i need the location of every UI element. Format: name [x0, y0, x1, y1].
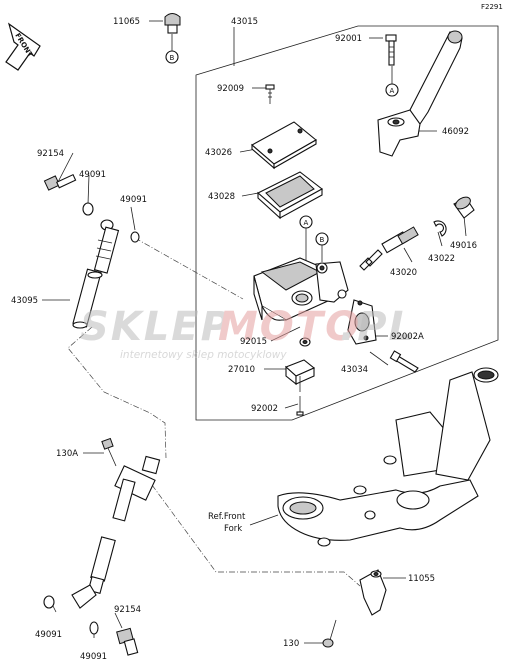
balloon-a-cylinder: A — [299, 215, 313, 262]
master-cylinder-body — [253, 257, 349, 321]
label-92009: 92009 — [217, 84, 244, 94]
label-49091-c: 49091 — [35, 630, 62, 640]
svg-text:A: A — [304, 219, 309, 227]
label-49091-d: 49091 — [80, 652, 107, 662]
banjo-bolt-92154-bottom — [116, 627, 139, 656]
label-92154-bottom: 92154 — [114, 605, 141, 615]
fork-triple-clamp — [277, 367, 499, 547]
watermark-brand-left: SKLEP — [80, 304, 232, 350]
label-27010: 27010 — [228, 365, 255, 375]
brake-hose-43095 — [72, 219, 120, 329]
part-labels: 11065 43015 92001 92009 46092 43026 9215… — [11, 17, 477, 662]
leader-lines — [42, 20, 467, 644]
ref-front-fork-line2: Fork — [224, 524, 242, 534]
label-43034: 43034 — [341, 365, 368, 375]
cap-11065: B — [164, 13, 181, 64]
label-43015: 43015 — [231, 17, 258, 27]
label-49091-a: 49091 — [79, 170, 106, 180]
bolt-92001: A — [385, 34, 399, 97]
circlip-43022 — [433, 220, 447, 237]
bolt-130A — [101, 437, 117, 467]
ref-front-fork-line1: Ref.Front — [208, 512, 246, 522]
banjo-bolt-92154-top — [43, 173, 77, 191]
washer-92015 — [299, 337, 311, 347]
piston-43020 — [359, 226, 419, 271]
label-130: 130 — [283, 639, 299, 649]
watermark-tagline: internetowy sklep motocyklowy — [120, 349, 287, 361]
lower-brake-hose — [71, 455, 161, 609]
screw-92002 — [296, 396, 304, 416]
label-43095: 43095 — [11, 296, 38, 306]
washer-49091-b — [130, 231, 140, 243]
label-11055: 11055 — [408, 574, 435, 584]
bolt-92002A — [389, 350, 419, 373]
label-46092: 46092 — [442, 127, 469, 137]
washer-49091-c — [43, 595, 55, 609]
clamp-43034 — [347, 299, 377, 345]
hose-route-line — [67, 237, 361, 587]
washer-49091-d — [89, 621, 99, 635]
diagram-code: F2291 — [481, 3, 503, 11]
label-11065: 11065 — [113, 17, 140, 27]
label-43026: 43026 — [205, 148, 232, 158]
label-92002A: 92002A — [391, 332, 424, 342]
bolt-130 — [322, 619, 337, 648]
diaphragm-43028 — [257, 171, 324, 220]
hose-bracket-11055 — [359, 569, 387, 616]
label-92002: 92002 — [251, 404, 278, 414]
balloon-b-cylinder: B — [315, 232, 329, 262]
boot-49016 — [453, 196, 475, 219]
reservoir-cap-43026 — [251, 121, 317, 170]
label-92015: 92015 — [240, 337, 267, 347]
watermark: SKLEP MOTO .PL internetowy sklep motocyk… — [80, 304, 416, 361]
label-130A: 130A — [56, 449, 78, 459]
label-43028: 43028 — [208, 192, 235, 202]
label-43022: 43022 — [428, 254, 455, 264]
svg-text:B: B — [320, 236, 325, 244]
front-arrow-icon: FRONT — [5, 22, 41, 71]
screw-92009 — [265, 84, 275, 104]
label-92154-top: 92154 — [37, 149, 64, 159]
assembly-box — [195, 25, 499, 421]
label-43020: 43020 — [390, 268, 417, 278]
label-49091-b: 49091 — [120, 195, 147, 205]
brake-switch-27010 — [284, 359, 316, 392]
watermark-brand-tld: .PL — [340, 304, 416, 350]
watermark-brand-right: MOTO — [218, 304, 361, 350]
balloon-b: B — [170, 54, 175, 62]
balloon-a: A — [390, 87, 395, 95]
label-49016: 49016 — [450, 241, 477, 251]
washer-49091-a — [82, 202, 94, 216]
brake-lever-46092 — [377, 30, 463, 157]
label-92001: 92001 — [335, 34, 362, 44]
